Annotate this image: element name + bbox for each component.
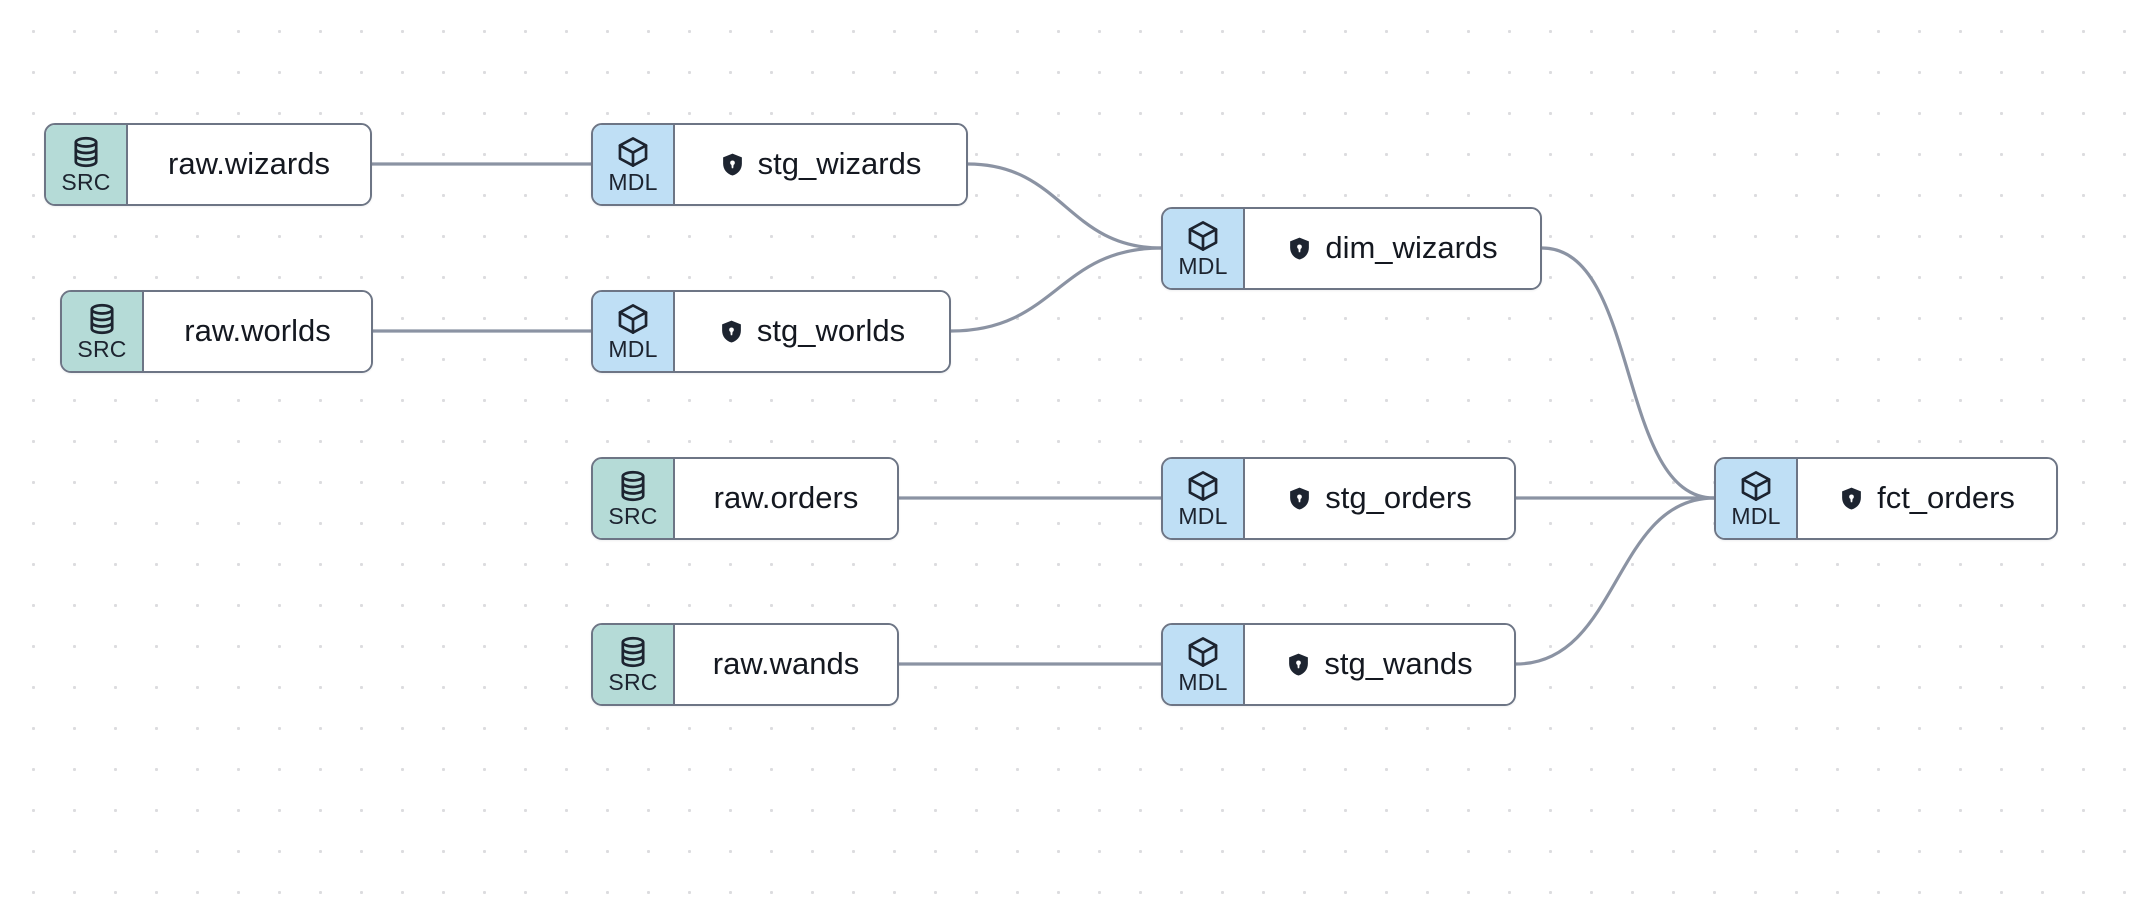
node-raw_orders[interactable]: SRC raw.orders [591, 457, 899, 540]
node-body: stg_wands [1245, 625, 1514, 704]
edge-stg-worlds-to-dim-wizards [949, 246, 1163, 333]
cube-icon [616, 302, 650, 336]
database-icon [69, 135, 103, 169]
node-body: raw.wands [675, 625, 897, 704]
shield-lock-icon [1839, 486, 1864, 511]
node-badge-label: MDL [1731, 503, 1781, 529]
database-icon [616, 469, 650, 503]
node-stg_wands[interactable]: MDL stg_wands [1161, 623, 1516, 706]
shield-lock-icon [1287, 486, 1312, 511]
node-body: raw.wizards [128, 125, 370, 204]
node-badge-mdl: MDL [593, 292, 675, 371]
node-body: fct_orders [1798, 459, 2056, 538]
node-body: stg_wizards [675, 125, 966, 204]
node-badge-label: MDL [608, 169, 658, 195]
edge-dim-wizards-to-fct-orders [1540, 246, 1716, 500]
node-badge-label: SRC [61, 169, 111, 195]
node-body: raw.worlds [144, 292, 371, 371]
node-stg_worlds[interactable]: MDL stg_worlds [591, 290, 951, 373]
node-badge-mdl: MDL [1163, 459, 1245, 538]
node-dim_wizards[interactable]: MDL dim_wizards [1161, 207, 1542, 290]
node-badge-label: MDL [1178, 503, 1228, 529]
node-badge-label: SRC [608, 669, 658, 695]
node-badge-src: SRC [593, 625, 675, 704]
edge-stg-wands-to-fct-orders [1514, 496, 1716, 666]
edge-stg-wizards-to-dim-wizards [966, 162, 1163, 250]
database-icon [616, 635, 650, 669]
database-icon [85, 302, 119, 336]
node-label: dim_wizards [1325, 230, 1498, 266]
node-badge-label: MDL [1178, 253, 1228, 279]
node-label: stg_worlds [756, 313, 906, 349]
cube-icon [616, 135, 650, 169]
node-badge-label: MDL [1178, 669, 1228, 695]
node-label: stg_wands [1324, 646, 1473, 682]
node-label: raw.wizards [168, 146, 330, 182]
shield-lock-icon [1286, 652, 1311, 677]
shield-lock-icon [720, 152, 745, 177]
node-badge-label: MDL [608, 336, 658, 362]
cube-icon [1186, 219, 1220, 253]
node-badge-mdl: MDL [1716, 459, 1798, 538]
node-stg_wizards[interactable]: MDL stg_wizards [591, 123, 968, 206]
node-raw_worlds[interactable]: SRC raw.worlds [60, 290, 373, 373]
node-body: dim_wizards [1245, 209, 1540, 288]
node-badge-label: SRC [608, 503, 658, 529]
node-body: stg_worlds [675, 292, 949, 371]
node-badge-label: SRC [77, 336, 127, 362]
node-badge-mdl: MDL [593, 125, 675, 204]
cube-icon [1186, 469, 1220, 503]
node-badge-src: SRC [62, 292, 144, 371]
shield-lock-icon [1287, 236, 1312, 261]
node-label: raw.orders [713, 480, 859, 516]
node-badge-src: SRC [593, 459, 675, 538]
node-body: stg_orders [1245, 459, 1514, 538]
node-raw_wizards[interactable]: SRC raw.wizards [44, 123, 372, 206]
node-badge-mdl: MDL [1163, 625, 1245, 704]
cube-icon [1739, 469, 1773, 503]
node-raw_wands[interactable]: SRC raw.wands [591, 623, 899, 706]
node-label: raw.worlds [184, 313, 331, 349]
shield-lock-icon [719, 319, 744, 344]
node-fct_orders[interactable]: MDL fct_orders [1714, 457, 2058, 540]
node-label: stg_orders [1325, 480, 1472, 516]
node-label: raw.wands [712, 646, 860, 682]
node-stg_orders[interactable]: MDL stg_orders [1161, 457, 1516, 540]
node-label: fct_orders [1877, 480, 2015, 516]
node-label: stg_wizards [757, 146, 922, 182]
cube-icon [1186, 635, 1220, 669]
node-badge-mdl: MDL [1163, 209, 1245, 288]
node-body: raw.orders [675, 459, 897, 538]
node-badge-src: SRC [46, 125, 128, 204]
